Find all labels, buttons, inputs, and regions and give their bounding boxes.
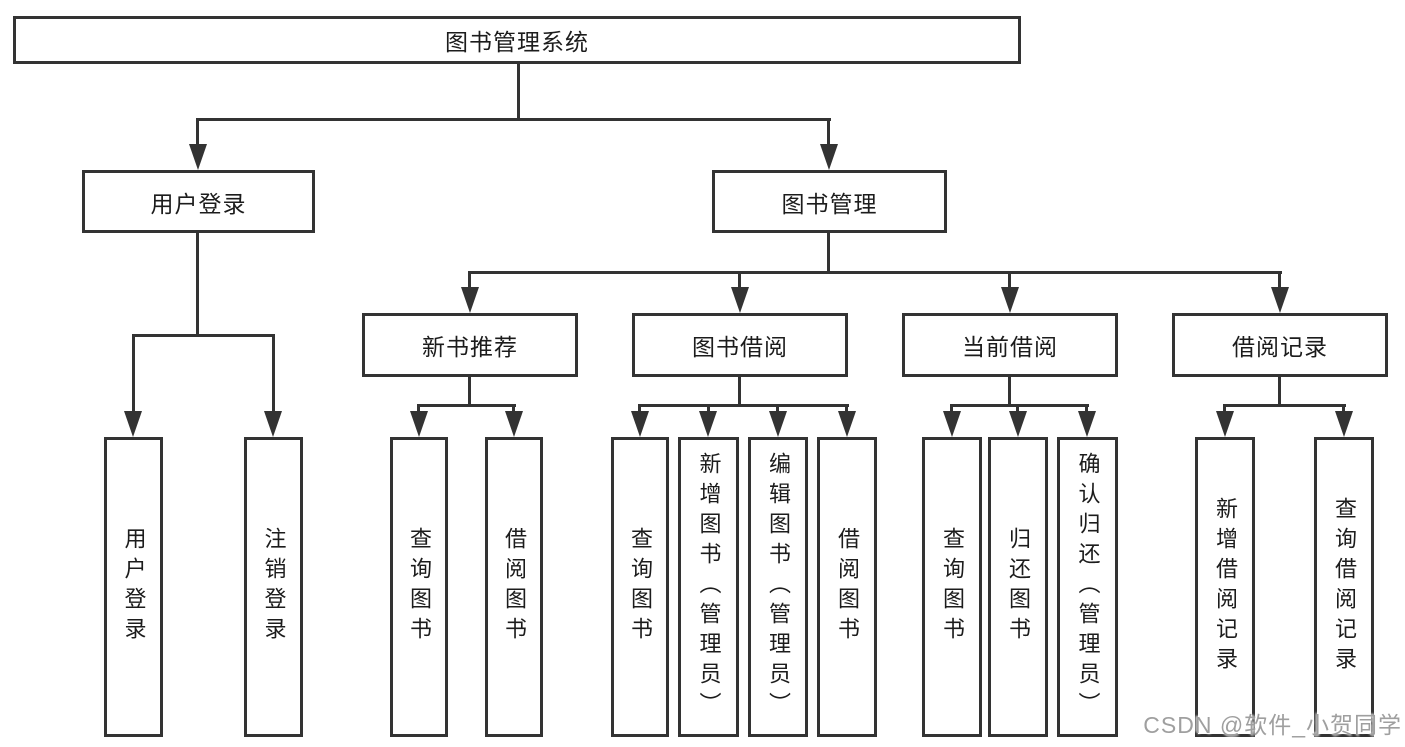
arrowhead-icon (461, 287, 479, 313)
leaf-borrow-book-label: 借阅图书 (835, 527, 860, 647)
edge-line (1223, 404, 1346, 407)
edge-line (827, 231, 830, 273)
edge-line (776, 404, 779, 417)
node-new-book-recommend: 新书推荐 (362, 313, 578, 377)
leaf-current-query-book: 查询图书 (922, 437, 982, 737)
arrowhead-icon (1335, 411, 1353, 437)
edge-line (1008, 375, 1011, 406)
edge-line (638, 404, 641, 417)
arrowhead-icon (410, 411, 428, 437)
edge-line (1008, 271, 1011, 291)
edge-line (512, 404, 515, 417)
edge-line (1278, 375, 1281, 406)
leaf-confirm-return-admin: 确认归还（管理员） (1057, 437, 1118, 737)
leaf-recommend-query-book-label: 查询图书 (407, 527, 432, 647)
edge-line (638, 404, 849, 407)
leaf-logout-label: 注销登录 (261, 527, 287, 647)
edge-line (196, 231, 199, 337)
node-book-management: 图书管理 (712, 170, 947, 233)
arrowhead-icon (1078, 411, 1096, 437)
arrowhead-icon (1009, 411, 1027, 437)
node-root-system: 图书管理系统 (13, 16, 1021, 64)
arrowhead-icon (838, 411, 856, 437)
edge-line (417, 404, 516, 407)
leaf-return-book-label: 归还图书 (1006, 527, 1031, 647)
leaf-query-borrow-record: 查询借阅记录 (1314, 437, 1374, 737)
node-root-label: 图书管理系统 (445, 29, 589, 55)
edge-line (517, 62, 520, 121)
edge-line (845, 404, 848, 417)
arrowhead-icon (189, 144, 207, 170)
arrowhead-icon (731, 287, 749, 313)
leaf-add-borrow-record: 新增借阅记录 (1195, 437, 1255, 737)
leaf-user-login: 用户登录 (104, 437, 163, 737)
leaf-add-book-admin-label: 新增图书（管理员） (696, 452, 722, 722)
arrowhead-icon (943, 411, 961, 437)
leaf-add-book-admin: 新增图书（管理员） (678, 437, 739, 737)
edge-line (827, 118, 830, 148)
arrowhead-icon (124, 411, 142, 437)
leaf-borrow-query-book: 查询图书 (611, 437, 669, 737)
edge-line (950, 404, 953, 417)
edge-line (417, 404, 420, 417)
leaf-edit-book-admin: 编辑图书（管理员） (748, 437, 808, 737)
leaf-recommend-borrow-book: 借阅图书 (485, 437, 543, 737)
node-user-login-label: 用户登录 (150, 190, 247, 217)
edge-line (1223, 404, 1226, 417)
arrowhead-icon (820, 144, 838, 170)
edge-line (738, 375, 741, 406)
node-current-borrow-label: 当前借阅 (962, 334, 1058, 360)
edge-line (272, 334, 275, 420)
leaf-current-query-book-label: 查询图书 (940, 527, 965, 647)
edge-line (468, 271, 471, 291)
arrowhead-icon (1271, 287, 1289, 313)
edge-line (132, 334, 135, 420)
leaf-user-login-label: 用户登录 (121, 527, 147, 647)
node-current-borrow: 当前借阅 (902, 313, 1118, 377)
leaf-logout: 注销登录 (244, 437, 303, 737)
leaf-recommend-query-book: 查询图书 (390, 437, 448, 737)
edge-line (196, 118, 199, 148)
edge-line (707, 404, 710, 417)
arrowhead-icon (769, 411, 787, 437)
arrowhead-icon (1216, 411, 1234, 437)
leaf-borrow-book: 借阅图书 (817, 437, 877, 737)
leaf-borrow-query-book-label: 查询图书 (628, 527, 653, 647)
node-new-book-recommend-label: 新书推荐 (422, 334, 518, 360)
edge-line (1016, 404, 1019, 417)
node-borrow-record-label: 借阅记录 (1232, 334, 1328, 360)
arrowhead-icon (264, 411, 282, 437)
edge-line (950, 404, 1089, 407)
edge-line (738, 271, 741, 291)
arrowhead-icon (699, 411, 717, 437)
edge-line (468, 375, 471, 406)
leaf-confirm-return-admin-label: 确认归还（管理员） (1075, 452, 1101, 722)
leaf-query-borrow-record-label: 查询借阅记录 (1332, 497, 1357, 677)
edge-line (132, 334, 275, 337)
edge-line (1278, 271, 1281, 291)
csdn-watermark: CSDN @软件_小贺同学 (1143, 712, 1402, 738)
node-book-borrow: 图书借阅 (632, 313, 848, 377)
leaf-edit-book-admin-label: 编辑图书（管理员） (766, 452, 791, 722)
node-borrow-record: 借阅记录 (1172, 313, 1388, 377)
leaf-add-borrow-record-label: 新增借阅记录 (1213, 497, 1238, 677)
edge-line (196, 118, 831, 121)
arrowhead-icon (1001, 287, 1019, 313)
node-book-borrow-label: 图书借阅 (692, 334, 788, 360)
node-book-management-label: 图书管理 (781, 190, 878, 217)
arrowhead-icon (505, 411, 523, 437)
leaf-return-book: 归还图书 (988, 437, 1048, 737)
edge-line (1085, 404, 1088, 417)
arrowhead-icon (631, 411, 649, 437)
leaf-recommend-borrow-book-label: 借阅图书 (502, 527, 527, 647)
node-user-login: 用户登录 (82, 170, 315, 233)
edge-line (468, 271, 1282, 274)
edge-line (1342, 404, 1345, 417)
